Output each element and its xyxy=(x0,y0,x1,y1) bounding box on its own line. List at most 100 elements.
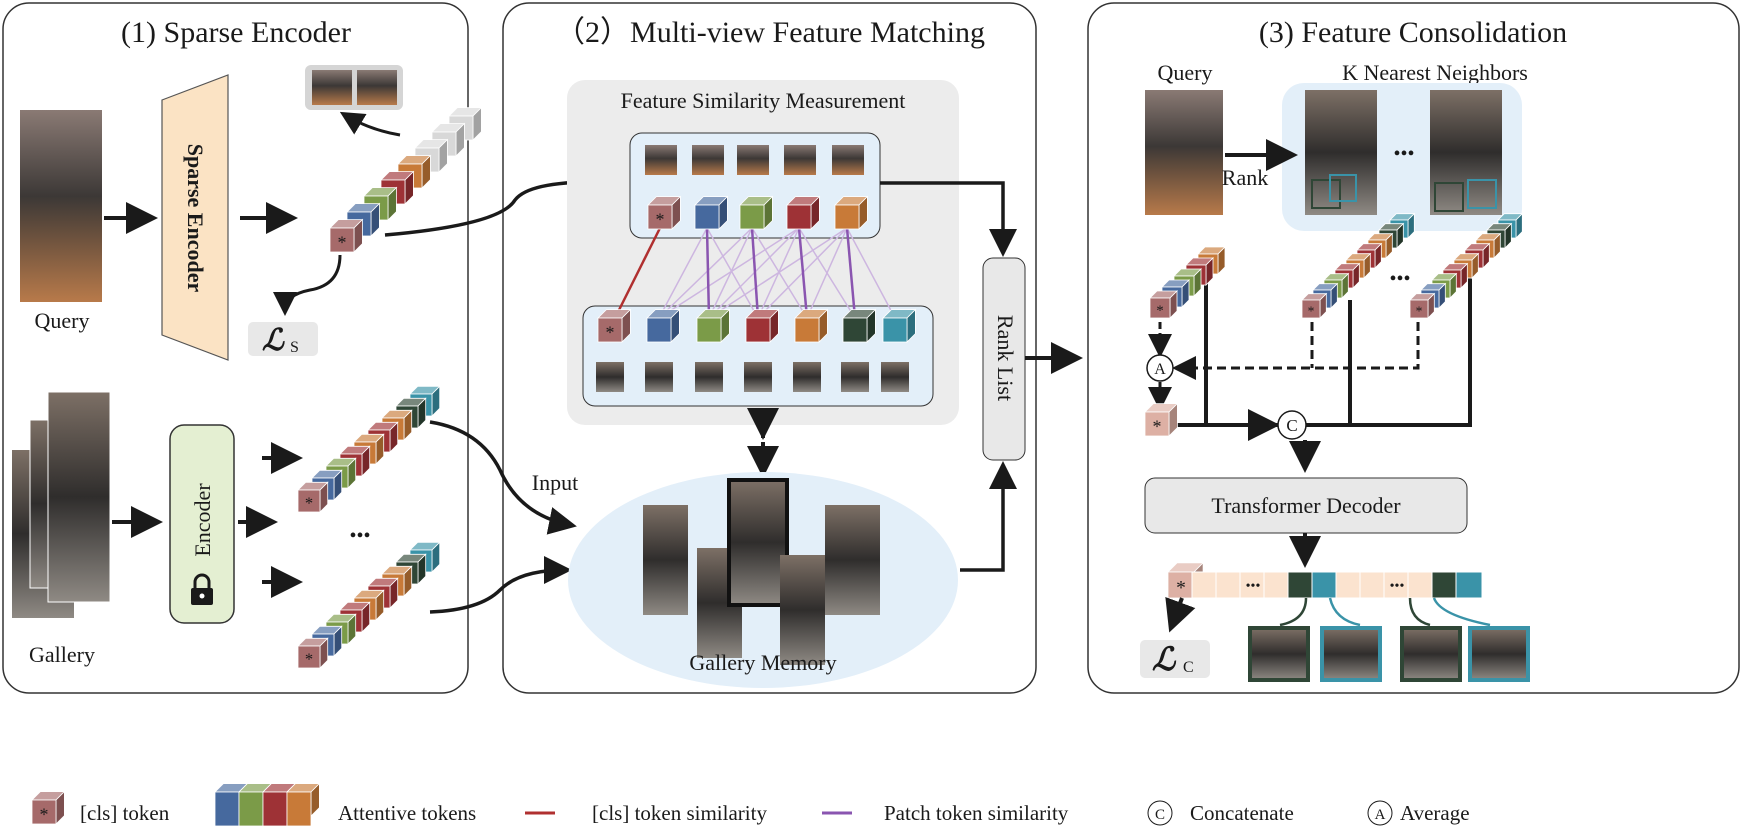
loss-c-box xyxy=(1140,640,1210,678)
similarity-measurement-title: Feature Similarity Measurement xyxy=(621,88,906,113)
dashed-neighbors-to-average xyxy=(1178,322,1420,368)
token-ellipsis: ••• xyxy=(1389,268,1410,290)
neighbor-patch-box xyxy=(1434,182,1464,212)
memory-image xyxy=(643,505,688,615)
panel-sparse-encoder xyxy=(2,2,469,694)
neighbor-patch-box xyxy=(1467,179,1497,209)
cls-token: * xyxy=(1409,292,1436,319)
gallery-patch xyxy=(645,362,673,392)
loss-s-symbol: ℒ xyxy=(262,324,285,357)
sequence-token xyxy=(1191,571,1219,599)
token-darkgreen xyxy=(842,308,877,343)
arrow-query-tokens-to-similarity xyxy=(384,167,617,237)
cls-token: * xyxy=(297,481,329,513)
panel-1-title: (1) Sparse Encoder xyxy=(121,16,351,49)
weak-patch-similarity-line xyxy=(658,227,708,319)
sequence-token xyxy=(1215,571,1243,599)
p3-query-label: Query xyxy=(1158,60,1213,85)
patch-similarity-line xyxy=(845,227,857,319)
sequence-token xyxy=(1359,571,1387,599)
legend-concatenate: Concatenate xyxy=(1190,801,1294,825)
gallery-image xyxy=(47,391,111,603)
sequence-token xyxy=(1407,571,1435,599)
weak-patch-similarity-line xyxy=(846,227,896,319)
cls-mark: * xyxy=(338,232,347,252)
patch-link xyxy=(1279,597,1308,627)
cls-token: * xyxy=(1149,290,1178,319)
arrow-similarity-to-rank-list xyxy=(880,181,1017,257)
output-patch xyxy=(1248,626,1310,682)
arrow-memory-to-rank-list xyxy=(960,461,1017,572)
gallery-patch xyxy=(793,362,821,392)
legend-average: Average xyxy=(1400,801,1470,825)
patch-similarity-line xyxy=(705,227,711,319)
averaged-cls-token: * xyxy=(1144,402,1179,437)
token-orange xyxy=(794,308,829,343)
legend-average-symbol: A xyxy=(1375,807,1386,823)
panel-2-title: （2）Multi-view Feature Matching xyxy=(555,16,985,49)
neighbor-patch-box xyxy=(1311,179,1341,209)
reconstructed-patch xyxy=(312,70,352,105)
transformer-decoder-label: Transformer Decoder xyxy=(1211,493,1401,518)
cls-token: * xyxy=(297,637,329,669)
weak-patch-similarity-line xyxy=(708,227,848,319)
input-label: Input xyxy=(532,470,578,495)
query-image xyxy=(20,110,102,302)
query-patch xyxy=(784,145,816,175)
arrow-to-loss-s xyxy=(273,254,342,316)
rank-list-label: Rank List xyxy=(993,315,1018,401)
cls-mark: * xyxy=(656,209,665,229)
token-red xyxy=(786,195,821,230)
gallery-patch xyxy=(841,362,869,392)
legend-attentive-cube-orange xyxy=(286,782,321,827)
panel-feature-matching xyxy=(502,2,1037,694)
arrow-to-loss-c xyxy=(1165,596,1196,633)
legend-cls-similarity: [cls] token similarity xyxy=(592,801,767,825)
arrow-gallery-tokens-to-memory-2 xyxy=(429,556,572,614)
gallery-patch xyxy=(744,362,772,392)
token-blue xyxy=(646,308,681,343)
arrow-to-reconstruction xyxy=(339,111,401,137)
neighbor-image xyxy=(1430,90,1502,215)
token-green xyxy=(696,308,731,343)
average-node-label: A xyxy=(1154,361,1166,378)
sequence-token-darkgreen xyxy=(1287,571,1315,599)
sequence-token xyxy=(1383,571,1411,599)
token-green xyxy=(739,195,774,230)
sequence-token xyxy=(1263,571,1291,599)
cls-token: * xyxy=(1301,292,1328,319)
weak-patch-similarity-line xyxy=(706,227,759,319)
cls-similarity-line xyxy=(613,227,662,319)
query-patch xyxy=(645,145,677,175)
loss-s-box xyxy=(248,322,318,356)
legend-attentive-cube-green xyxy=(238,782,273,827)
patch-link xyxy=(1328,597,1361,627)
memory-image-highlighted xyxy=(727,478,789,607)
sequence-token-darkgreen xyxy=(1431,571,1459,599)
token-teal xyxy=(882,308,917,343)
average-node xyxy=(1146,354,1174,382)
cls-token: * xyxy=(647,195,682,230)
memory-image xyxy=(825,505,880,615)
cls-mark: * xyxy=(1416,303,1423,318)
concatenate-node-label: C xyxy=(1286,416,1297,435)
cls-mark: * xyxy=(305,494,313,513)
cls-mark: * xyxy=(606,322,615,342)
gallery-memory-label: Gallery Memory xyxy=(689,650,836,675)
legend-cls-token: [cls] token xyxy=(80,801,170,825)
weak-patch-similarity-line xyxy=(658,227,753,319)
weak-patch-similarity-line xyxy=(806,227,848,319)
cls-token: * xyxy=(329,218,364,253)
encoder-block xyxy=(169,424,235,624)
sequence-ellipsis: ••• xyxy=(1390,579,1405,594)
cls-mark: * xyxy=(1153,416,1162,436)
loss-s-subscript: S xyxy=(290,339,299,356)
query-patch xyxy=(832,145,864,175)
cls-mark: * xyxy=(40,804,49,824)
token-red xyxy=(745,308,780,343)
output-patch xyxy=(1320,626,1382,682)
concatenate-node xyxy=(1277,410,1307,440)
rank-label: Rank xyxy=(1222,165,1268,190)
sequence-token xyxy=(1335,571,1363,599)
